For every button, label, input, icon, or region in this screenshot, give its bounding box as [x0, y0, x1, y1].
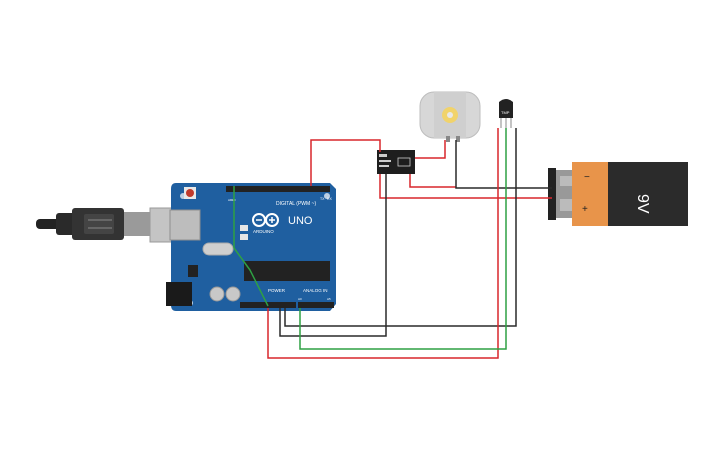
- wire-black-sensor-gnd[interactable]: [284, 128, 517, 327]
- wire-red-digital-relay[interactable]: [310, 139, 381, 186]
- wire-black-relay-gnd[interactable]: [279, 174, 387, 337]
- board-model: UNO: [288, 215, 313, 227]
- wire-green-board[interactable]: [233, 186, 269, 307]
- wire-red-motor-battery[interactable]: [409, 174, 456, 188]
- sensor-label: TMP: [501, 110, 510, 115]
- battery-label: 9V: [634, 194, 651, 214]
- digital-header-label: DIGITAL (PWM ~): [276, 201, 316, 207]
- digital-header[interactable]: [226, 186, 330, 192]
- dc-motor[interactable]: [419, 91, 481, 142]
- relay-module[interactable]: [377, 150, 415, 174]
- arduino-uno-board[interactable]: UNO ARDUINO DIGITAL (PWM ~) AREF TX RX P…: [166, 183, 336, 311]
- power-header-label: POWER: [268, 288, 286, 293]
- arduino-logo-icon: [252, 213, 279, 227]
- wire-red-relay-motor[interactable]: [415, 140, 446, 159]
- wire-black-motor-battery[interactable]: [455, 140, 552, 189]
- battery-minus-label: −: [584, 172, 590, 183]
- rx-label: RX: [327, 197, 333, 201]
- analog-header[interactable]: [298, 302, 334, 308]
- wire-red-sensor-5v[interactable]: [267, 128, 499, 359]
- power-jack: [166, 282, 192, 306]
- battery-plus-label: +: [582, 204, 588, 215]
- analog-a5-label: A5: [327, 297, 331, 301]
- aref-label: AREF: [228, 198, 236, 202]
- wires[interactable]: [233, 128, 552, 359]
- analog-a0-label: A0: [298, 297, 302, 301]
- wire-green-sensor-a0[interactable]: [299, 128, 507, 350]
- usb-cable[interactable]: [36, 207, 185, 243]
- battery-9v[interactable]: − + 9V: [548, 162, 688, 226]
- board-brand: ARDUINO: [253, 229, 274, 234]
- wire-red-relay-battery[interactable]: [379, 174, 552, 199]
- temperature-sensor[interactable]: TMP: [499, 99, 513, 128]
- tx-label: TX: [320, 197, 325, 201]
- atmega-chip: [244, 261, 330, 281]
- analog-header-label: ANALOG IN: [303, 288, 328, 293]
